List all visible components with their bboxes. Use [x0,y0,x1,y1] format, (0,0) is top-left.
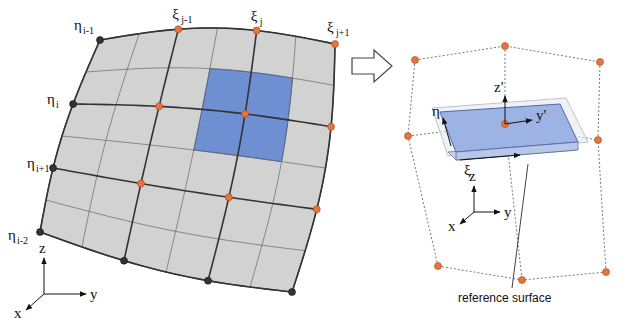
control-point [595,137,602,144]
eta-arrow [443,118,451,146]
coordinate-label: η [432,104,440,119]
control-point [412,57,419,64]
control-point [328,123,335,130]
control-point [205,277,212,284]
control-point [156,103,163,110]
coordinate-subscript: j+1 [336,28,349,38]
control-point [313,206,320,213]
axis-label: x [448,219,456,234]
control-point [175,26,182,33]
shell-element [432,96,588,160]
control-point [519,277,526,284]
control-point [97,37,104,44]
control-net [405,43,610,284]
knot-line [100,28,335,44]
control-point [332,41,339,48]
control-point [603,269,610,276]
local-axis-label: z' [494,80,503,95]
coordinate-label: ξ [172,7,179,22]
coordinate-label: η [27,156,35,171]
control-point [137,180,144,187]
curved-surface [37,26,339,296]
coordinate-subscript: j-1 [181,15,192,25]
control-point [225,194,232,201]
knot-line [53,168,317,209]
control-point [121,257,128,264]
global-axes-left [26,258,86,310]
coordinate-label: η [47,92,55,107]
local-axis [505,96,506,124]
xi-arrow [460,155,520,160]
knot-line [73,104,331,127]
knot-line [40,232,292,292]
block-arrow [352,50,392,82]
coordinate-label: ξ [327,20,334,35]
coordinate-subscript: i-1 [83,26,94,36]
grid-line [250,36,296,287]
knot-line [208,31,257,281]
surface-fill [40,28,335,292]
grid-line [46,200,305,251]
control-net-line [505,46,522,280]
control-net-line [598,62,606,272]
highlighted-cell [194,69,293,162]
axis-label: z [39,241,46,256]
plate-front [456,142,578,160]
axis-label: y [504,205,512,220]
grid-line [82,34,139,247]
control-point [435,263,442,270]
coordinate-subscript: i [56,100,59,110]
annotation: reference surface [458,292,551,304]
coordinate-label: η [8,228,16,243]
control-point [70,101,77,108]
coordinate-subscript: i+1 [36,164,49,174]
control-net-line [408,60,438,266]
control-point [253,27,260,34]
axis-label: y [90,287,98,302]
local-axis [505,120,532,124]
control-point [502,43,509,50]
control-point [289,289,296,296]
coordinate-label: η [74,18,82,33]
local-axis-label: y' [536,108,546,123]
control-point [50,165,57,172]
knot-line [292,44,335,292]
grid-line [62,136,326,168]
leader-line [512,164,528,288]
control-point [405,133,412,140]
control-point [597,59,604,66]
control-point [242,110,249,117]
axis-label: z [469,169,476,184]
control-point [37,229,44,236]
axis-label: x [14,306,22,321]
knot-line [124,29,178,260]
coordinate-label: ξ [251,9,258,24]
global-axes-right [460,186,500,224]
knot-line [40,40,100,232]
coordinate-subscript: i-2 [17,236,28,246]
coordinate-subscript: j [260,17,263,27]
